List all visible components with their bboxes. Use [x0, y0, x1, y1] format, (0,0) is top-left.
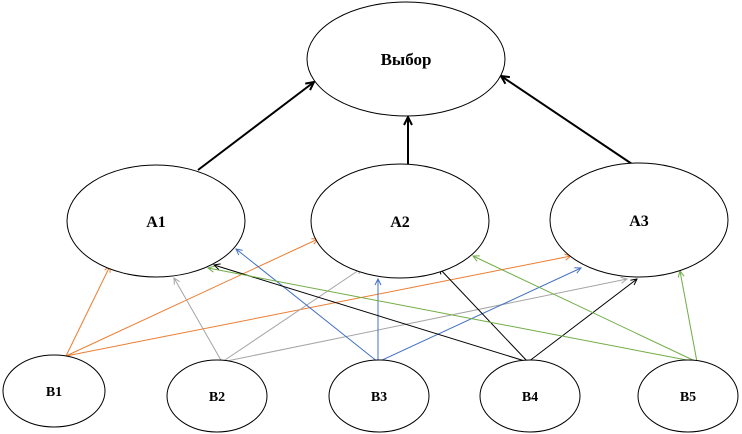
node-b2-label: B2	[209, 390, 225, 405]
node-b3-label: B3	[371, 390, 387, 405]
node-a2-label: A2	[390, 214, 410, 231]
node-b5[interactable]: B5	[637, 359, 739, 433]
edge-b5-a3	[680, 271, 698, 363]
node-a3[interactable]: A3	[549, 162, 729, 278]
edge-a1-goal	[197, 82, 314, 171]
edge-b1-a3	[65, 256, 571, 357]
edge-a3-goal	[501, 76, 633, 165]
node-b2[interactable]: B2	[166, 359, 268, 433]
node-a1-label: A1	[146, 214, 166, 231]
node-b4[interactable]: B4	[479, 359, 581, 433]
b4-edges	[214, 265, 637, 363]
node-b5-ellipse	[637, 359, 739, 433]
edge-b5-a1	[208, 268, 698, 363]
edge-b4-a2	[439, 268, 529, 363]
node-b2-ellipse	[166, 359, 268, 433]
node-b3-ellipse	[328, 359, 430, 433]
goal-ellipse	[306, 1, 506, 117]
node-a3-label: A3	[629, 213, 649, 230]
edge-b3-a3	[377, 268, 581, 363]
edge-b3-a1	[236, 249, 379, 363]
edge-b4-a1	[214, 265, 529, 363]
node-a2-ellipse	[310, 163, 490, 279]
node-a1[interactable]: A1	[66, 164, 246, 278]
b2-edges	[174, 268, 627, 363]
b5-edges	[208, 256, 698, 363]
b1-edges	[65, 239, 571, 357]
node-b5-label: B5	[680, 390, 696, 405]
node-a3-ellipse	[549, 162, 729, 278]
node-b3[interactable]: B3	[328, 359, 430, 433]
node-b1-label: B1	[46, 385, 62, 400]
edge-b2-a2	[221, 268, 362, 363]
goal-node[interactable]: Выбор	[306, 1, 506, 117]
edge-b1-a2	[65, 239, 318, 357]
b3-edges	[236, 249, 581, 363]
edge-b5-a2	[473, 256, 698, 363]
node-a2[interactable]: A2	[310, 163, 490, 279]
node-b1-ellipse	[2, 354, 106, 428]
edge-b2-a1	[174, 278, 223, 363]
node-a1-ellipse	[66, 164, 246, 278]
node-b4-ellipse	[479, 359, 581, 433]
goal-edges	[197, 76, 633, 171]
goal-label: Выбор	[381, 50, 432, 69]
node-b4-label: B4	[522, 390, 538, 405]
edge-b4-a3	[527, 279, 637, 363]
edge-b2-a3	[221, 279, 627, 363]
edge-b1-a1	[65, 266, 110, 357]
node-b1[interactable]: B1	[2, 354, 106, 428]
